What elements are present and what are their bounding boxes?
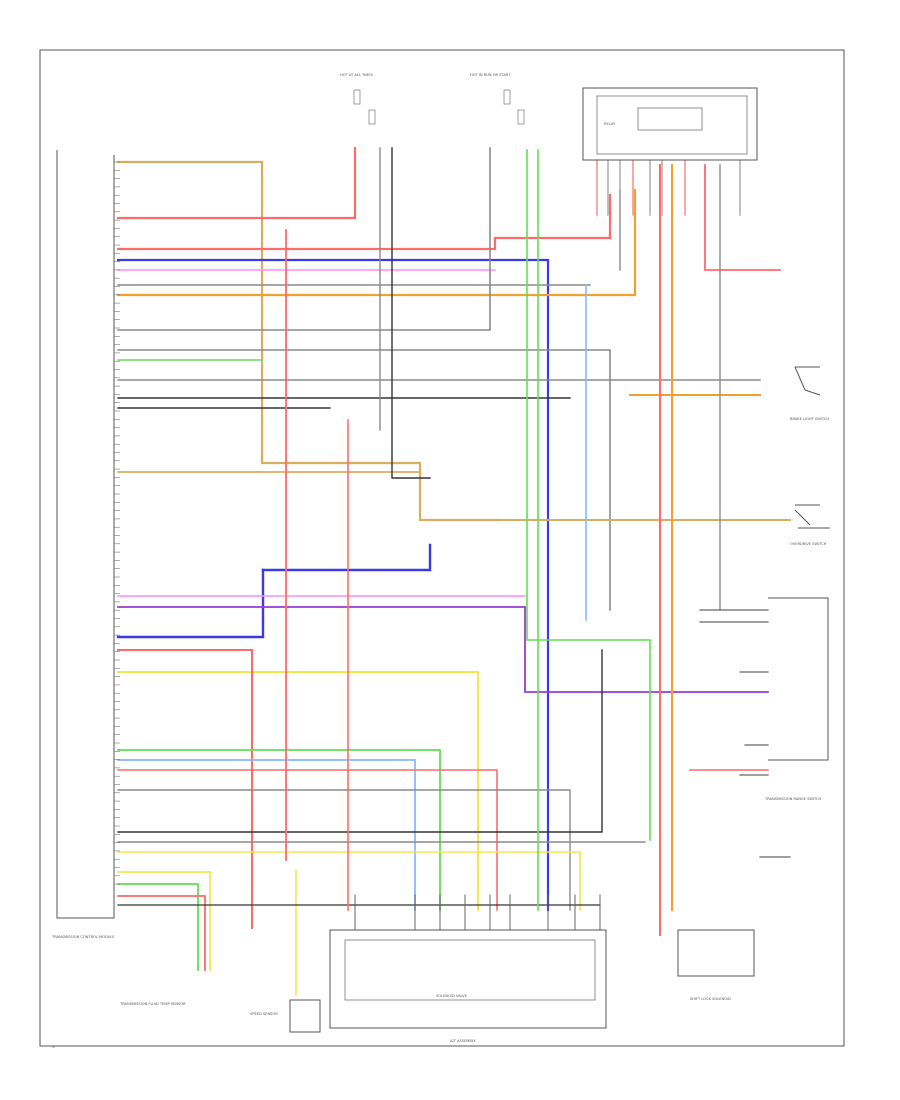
- wire-ltblue-1: [117, 759, 416, 911]
- brake-light-switch: [794, 366, 821, 396]
- brake-light-switch-label: BRAKE LIGHT SWITCH: [790, 417, 829, 421]
- components: [56, 87, 830, 1033]
- wire-gray-5: [117, 789, 571, 911]
- wire-red-v4: [704, 164, 781, 271]
- shift-lock-label: SHIFT LOCK SOLENOID: [690, 997, 731, 1001]
- shift-lock-box: [677, 929, 755, 977]
- wire-tan-top: [116, 160, 502, 522]
- wire-yellow-3: [117, 871, 211, 971]
- wire-red-1: [116, 146, 357, 220]
- wire-blue-2: [261, 543, 432, 572]
- fuse-icon: [503, 89, 511, 105]
- speed-sensor-label: SPEED SENSOR: [250, 1012, 278, 1016]
- wire-green-v1: [526, 149, 651, 841]
- trans-range-switch-label: TRANSMISSION RANGE SWITCH: [764, 797, 822, 801]
- trans-fluid-temp-label: TRANSMISSION FLUID TEMP SENSOR: [119, 1002, 186, 1006]
- fuse-icon: [517, 109, 525, 125]
- wire-violet-1: [117, 606, 769, 693]
- diagram-frame: [39, 49, 845, 1047]
- wire-gray-3: [117, 349, 611, 611]
- speed-sensor-box: [289, 999, 321, 1033]
- wire-red-3: [117, 649, 253, 929]
- a-t-assembly-box: [329, 929, 607, 1029]
- wire-yellow-1: [117, 671, 479, 911]
- fuse-label-hot-run: HOT IN RUN OR START: [470, 73, 511, 77]
- wire-dark-3: [117, 649, 603, 833]
- relay-label: RELAY: [604, 122, 616, 126]
- wire-red-4: [117, 769, 498, 911]
- fuse-icon: [353, 89, 361, 105]
- wire-yellow-2: [117, 851, 581, 911]
- overdrive-switch: [794, 504, 830, 529]
- fuse-icon: [368, 109, 376, 125]
- wires: [116, 146, 791, 996]
- wire-orange-1: [116, 188, 637, 297]
- wire-blue-3: [116, 568, 265, 639]
- wire-red-5: [117, 895, 206, 971]
- tcm-module-outline: [56, 150, 115, 919]
- relay-box-inner: [596, 95, 748, 155]
- wire-red-2: [116, 193, 612, 251]
- labels: TRANSMISSION CONTROL MODULE SOLENOID VAL…: [51, 73, 829, 1049]
- wire-gray-2: [117, 147, 491, 331]
- ground-label: G: [52, 1045, 55, 1049]
- relay-box-outer: [582, 87, 758, 161]
- wire-green-3: [117, 883, 199, 971]
- wire-blue-1: [116, 258, 550, 912]
- wire-dark-v1: [391, 147, 431, 479]
- fuse-label-hot-always: HOT AT ALL TIMES: [340, 73, 374, 77]
- overdrive-switch-label: OVERDRIVE SWITCH: [790, 542, 827, 546]
- tcm-label: TRANSMISSION CONTROL MODULE: [51, 935, 115, 939]
- trans-range-switch-box: [768, 597, 829, 761]
- solenoid-valve-label: SOLENOID VALVE: [436, 994, 468, 998]
- a-t-assembly-label: A/T ASSEMBLY: [450, 1039, 476, 1043]
- relay-coil: [637, 107, 703, 131]
- wire-green-2: [117, 749, 441, 911]
- solenoid-valve-box: [344, 939, 596, 1001]
